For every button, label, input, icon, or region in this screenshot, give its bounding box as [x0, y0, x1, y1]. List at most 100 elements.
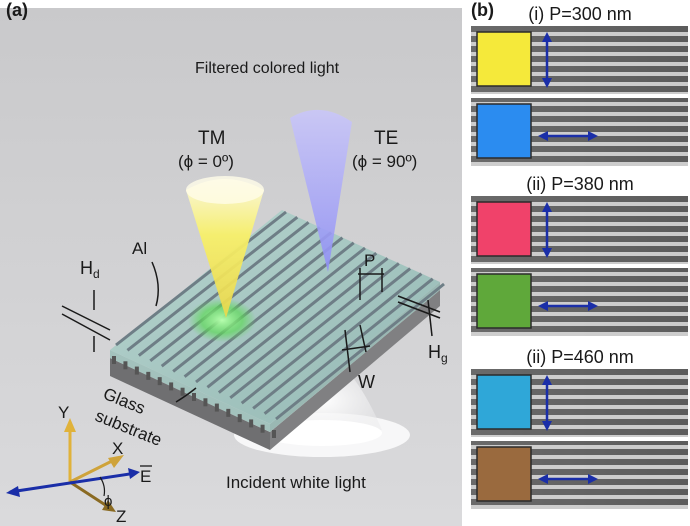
arrow-head	[542, 248, 552, 258]
color-swatch	[476, 446, 532, 502]
x-axis-label: X	[112, 439, 123, 458]
sem-stripe	[471, 375, 688, 379]
grating-groove	[192, 393, 196, 401]
top-caption: Filtered colored light	[195, 60, 340, 77]
w-label: W	[358, 372, 375, 392]
sem-stripe	[471, 32, 688, 36]
color-swatch	[476, 103, 532, 159]
sem-stripe	[471, 425, 688, 429]
grating-line	[172, 236, 344, 373]
bottom-caption: Incident white light	[226, 473, 366, 492]
grating-groove	[157, 377, 162, 386]
te-label: TE	[374, 128, 398, 149]
arrow-head	[588, 474, 598, 484]
sem-stripe	[471, 465, 688, 469]
sem-stripe	[471, 272, 688, 276]
sem-stripe	[471, 82, 688, 86]
sem-stripe	[471, 302, 688, 306]
period-group: (ii) P=380 nm	[471, 174, 688, 336]
sem-stripe	[471, 72, 688, 76]
al-label: Al	[132, 239, 147, 258]
phi-label: ϕ	[104, 493, 112, 510]
sem-stripe	[471, 312, 688, 316]
grating-line	[149, 226, 321, 363]
sem-divider	[471, 264, 688, 268]
grating-groove	[249, 419, 254, 428]
tm-angle: (ϕ = 0º)	[178, 152, 234, 171]
arrow-head	[538, 301, 548, 311]
y-axis-label: Y	[58, 403, 69, 422]
color-swatch	[476, 374, 532, 430]
arrow-head	[542, 78, 552, 88]
sem-stripe	[471, 495, 688, 499]
grating-line	[275, 282, 445, 421]
substrate-pointer	[175, 387, 197, 403]
period-title: (ii) P=380 nm	[526, 174, 634, 194]
hg-label: Hg	[428, 342, 448, 365]
color-swatch	[476, 201, 532, 257]
tm-label: TM	[198, 128, 225, 149]
grating-groove	[214, 403, 219, 412]
grating-line	[206, 251, 378, 389]
color-swatch	[476, 273, 532, 329]
sem-stripe	[471, 505, 688, 509]
e-field-label: E	[140, 467, 151, 486]
grating-line	[263, 277, 434, 415]
grating-line	[195, 246, 366, 384]
grating-groove	[169, 382, 174, 391]
grating-line	[115, 210, 287, 347]
grating-line	[160, 231, 333, 368]
sem-stripe	[471, 112, 688, 116]
sem-stripe	[471, 122, 688, 126]
sem-stripe	[471, 455, 688, 459]
sem-stripe	[471, 132, 688, 136]
arrow-head	[588, 131, 598, 141]
sem-stripe	[471, 445, 688, 449]
sem-divider	[471, 94, 688, 98]
hd-dimension	[61, 290, 111, 352]
period-group: (ii) P=460 nm	[471, 347, 688, 509]
p-label: P	[364, 251, 375, 270]
hd-label: Hd	[80, 258, 100, 281]
sem-stripe	[471, 415, 688, 419]
arrow-head	[542, 421, 552, 431]
sem-stripe	[471, 152, 688, 156]
period-title: (i) P=300 nm	[528, 4, 632, 24]
grating-groove	[237, 414, 242, 423]
panel-a-label: (a)	[6, 0, 28, 20]
sem-stripe	[471, 475, 688, 479]
p-dimension	[358, 268, 384, 300]
sem-stripe	[471, 292, 688, 296]
sem-divider	[471, 437, 688, 441]
grating-groove	[203, 398, 208, 407]
sem-stripe	[471, 322, 688, 326]
grating-line	[252, 272, 423, 410]
grating-line	[183, 241, 355, 378]
grating-groove	[134, 366, 139, 375]
sem-stripe	[471, 485, 688, 489]
sem-stripe	[471, 405, 688, 409]
arrow-head	[542, 32, 552, 42]
hg-dimension	[397, 295, 441, 337]
arrow-head	[538, 131, 548, 141]
te-beam	[290, 109, 352, 273]
arrow-head	[588, 301, 598, 311]
sem-stripe	[471, 162, 688, 166]
sem-stripe	[471, 332, 688, 336]
grating-groove	[226, 408, 231, 417]
grating-line	[229, 262, 400, 400]
arrow-head	[542, 202, 552, 212]
sem-stripe	[471, 52, 688, 56]
te-angle: (ϕ = 90º)	[352, 152, 417, 171]
sem-stripe	[471, 232, 688, 236]
grating-groove	[260, 424, 265, 433]
sem-stripe	[471, 102, 688, 106]
w-dimension	[341, 324, 371, 373]
color-swatch	[476, 31, 532, 87]
sem-stripe	[471, 385, 688, 389]
grating-groove	[180, 387, 185, 396]
grating-groove	[272, 430, 276, 438]
sem-stripe	[471, 142, 688, 146]
grating-groove	[146, 371, 151, 380]
